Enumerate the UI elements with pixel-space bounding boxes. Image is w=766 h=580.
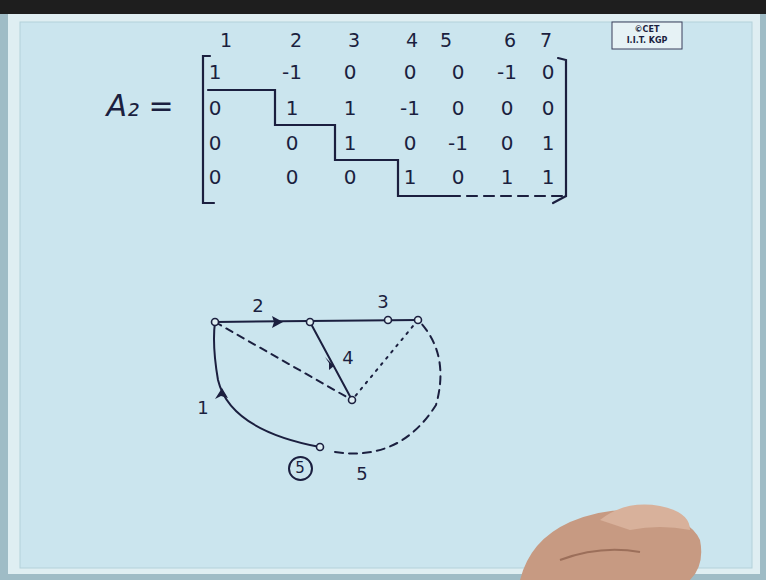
column-number: 7 [540, 31, 552, 50]
matrix-entry: 0 [501, 98, 514, 118]
matrix-entry: -1 [400, 98, 420, 118]
node-text: 5 [295, 461, 305, 476]
column-number: 4 [406, 31, 418, 50]
matrix-entry: -1 [497, 62, 517, 82]
matrix-entry: -1 [282, 62, 302, 82]
edge-number: 5 [356, 465, 367, 483]
matrix-entry: 1 [542, 167, 555, 187]
matrix-entry: 0 [209, 98, 222, 118]
matrix-entry: 0 [344, 167, 357, 187]
matrix-entry: 1 [542, 133, 555, 153]
matrix-entry: 1 [344, 133, 357, 153]
logo-text: ©CET [635, 26, 660, 34]
matrix-entry: 1 [404, 167, 417, 187]
matrix-entry: 0 [344, 62, 357, 82]
matrix-entry: 0 [286, 167, 299, 187]
matrix-entry: 0 [209, 167, 222, 187]
matrix-entry: 0 [452, 167, 465, 187]
matrix-entry: 0 [542, 98, 555, 118]
circled-number: 5 [288, 456, 313, 481]
matrix-entry: 0 [286, 133, 299, 153]
matrix-entry: 0 [452, 62, 465, 82]
matrix-entry: 0 [452, 98, 465, 118]
logo-text: I.I.T. KGP [627, 37, 668, 45]
matrix-entry: 0 [404, 62, 417, 82]
matrix-entry: 0 [209, 133, 222, 153]
edge-number: 2 [252, 297, 263, 315]
matrix-entry: 1 [209, 62, 222, 82]
edge-number: 1 [197, 399, 208, 417]
matrix-entry: 1 [286, 98, 299, 118]
column-number: 5 [440, 31, 452, 50]
edge-number: 4 [342, 349, 353, 367]
column-number: 3 [348, 31, 360, 50]
matrix-entry: 1 [344, 98, 357, 118]
matrix-name: A₂ = [106, 91, 173, 121]
matrix-entry: 0 [404, 133, 417, 153]
edge-number: 3 [377, 293, 388, 311]
column-number: 2 [290, 31, 302, 50]
matrix-entry: 1 [501, 167, 514, 187]
column-number: 1 [220, 31, 232, 50]
column-number: 6 [504, 31, 516, 50]
matrix-entry: 0 [542, 62, 555, 82]
matrix-entry: 0 [501, 133, 514, 153]
matrix-entry: -1 [448, 133, 468, 153]
